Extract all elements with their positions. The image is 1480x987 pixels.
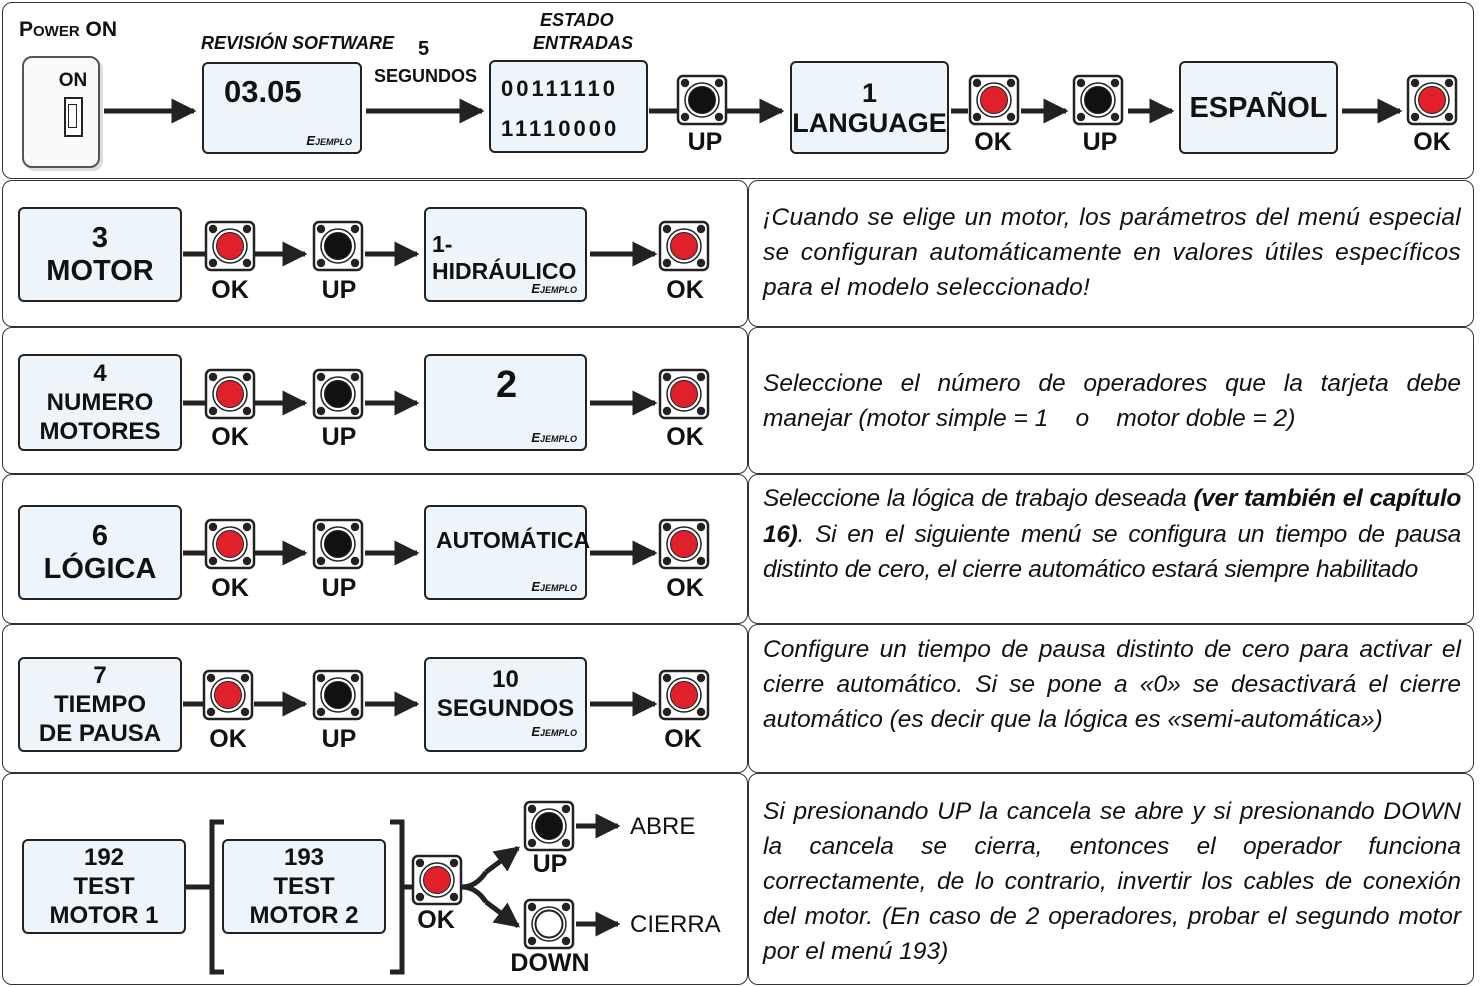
- test-motor-1-line1: TEST: [73, 873, 135, 900]
- ok-button-label: OK: [664, 725, 702, 753]
- example-label: Ejemplo: [531, 430, 577, 445]
- menu-pause-time-line2: DE PAUSA: [38, 720, 162, 747]
- ok-button-label: OK: [211, 276, 249, 304]
- ok-button-label: OK: [417, 906, 455, 934]
- menu-motor-count-line1: NUMERO: [46, 389, 154, 416]
- menu-motor-count-number: 4: [93, 360, 107, 387]
- test-motor-1-number: 192: [83, 844, 125, 871]
- test-motor-2-line1: TEST: [273, 873, 335, 900]
- logic-row-panel-right: [748, 474, 1474, 624]
- ok-button-label: OK: [209, 725, 247, 753]
- logic-description-chapter-ref: (ver también el capítulo 16): [763, 485, 1461, 548]
- power-on-title: Power ON: [19, 18, 118, 41]
- example-label: Ejemplo: [531, 579, 577, 594]
- motor-row-panel-right: [748, 180, 1474, 327]
- power-switch-label: ON: [58, 70, 88, 91]
- up-button-label: UP: [321, 423, 357, 451]
- test-row-panel-right: [748, 773, 1474, 985]
- pause-time-description: Configure un tiempo de pausa distinto de…: [763, 636, 1461, 733]
- menu-spanish: ESPAÑOL: [1179, 61, 1338, 154]
- menu-language-number: 1: [861, 77, 878, 108]
- pause-time-unit: SEGUNDOS: [436, 695, 575, 722]
- logic-description-post: . Si en el siguiente menú se configura u…: [763, 520, 1461, 584]
- pause-time-value: 10: [492, 666, 519, 693]
- up-button-label: UP: [687, 128, 723, 156]
- open-label: ABRE: [630, 813, 696, 840]
- test-motor-2-line2: MOTOR 2: [249, 902, 359, 929]
- up-button-label: UP: [321, 574, 357, 602]
- ok-button-label: OK: [211, 423, 249, 451]
- menu-motor-count: 4 NUMERO MOTORES: [18, 354, 182, 451]
- ok-button-label: OK: [666, 276, 704, 304]
- power-switch-toggle-inner: [68, 104, 77, 128]
- inputs-state-display: 00111110 11110000: [489, 60, 648, 153]
- inputs-row-2: 11110000: [501, 116, 620, 141]
- delay-unit: SEGUNDOS: [374, 66, 478, 86]
- example-label: Ejemplo: [531, 281, 577, 296]
- inputs-row-1: 00111110: [501, 76, 619, 101]
- ok-button-label: OK: [666, 574, 704, 602]
- software-revision-display: 03.05 Ejemplo: [202, 62, 362, 154]
- menu-motor: 3 MOTOR: [18, 207, 182, 302]
- logic-description: Seleccione la lógica de trabajo deseada …: [763, 481, 1461, 588]
- logic-description-pre: Seleccione la lógica de trabajo deseada: [763, 485, 1194, 512]
- menu-logic-number: 6: [91, 519, 109, 552]
- menu-pause-time-number: 7: [93, 662, 107, 689]
- menu-language-label: LANGUAGE: [792, 107, 947, 138]
- down-button-label: DOWN: [510, 949, 590, 977]
- logic-value: AUTOMÁTICA: [436, 527, 591, 553]
- up-button-label: UP: [1082, 128, 1118, 156]
- menu-motor-label: MOTOR: [46, 254, 154, 287]
- motor-count-row-panel-right: [748, 327, 1474, 474]
- inputs-title-line2: ENTRADAS: [533, 33, 634, 53]
- pause-row-panel-right: [748, 624, 1474, 773]
- motor-value: 1-HIDRÁULICO: [432, 231, 577, 284]
- menu-logic-label: LÓGICA: [43, 552, 157, 585]
- menu-motor-count-line2: MOTORES: [39, 418, 161, 445]
- menu-pause-time: 7 TIEMPO DE PAUSA: [18, 657, 182, 752]
- up-button-label: UP: [532, 850, 568, 878]
- up-button-label: UP: [321, 725, 357, 753]
- example-label: Ejemplo: [531, 724, 577, 739]
- motor-count-display: 2 Ejemplo: [424, 354, 587, 451]
- ok-button-label: OK: [666, 423, 704, 451]
- ok-button-label: OK: [1413, 128, 1451, 156]
- logic-value-display: AUTOMÁTICA Ejemplo: [424, 505, 591, 600]
- test-motor-description: Si presionando UP la cancela se abre y s…: [763, 798, 1461, 965]
- motor-count-value: 2: [496, 364, 518, 406]
- ok-button-label: OK: [211, 574, 249, 602]
- power-switch: [22, 56, 100, 168]
- menu-test-motor-2: 193 TEST MOTOR 2: [222, 839, 386, 934]
- inputs-title-line1: ESTADO: [540, 10, 614, 30]
- menu-pause-time-line1: TIEMPO: [53, 691, 146, 718]
- test-motor-1-line2: MOTOR 1: [49, 902, 159, 929]
- software-revision-value: 03.05: [224, 74, 302, 109]
- menu-logic: 6 LÓGICA: [18, 505, 182, 600]
- menu-test-motor-1: 192 TEST MOTOR 1: [22, 839, 186, 934]
- motor-value-display: 1-HIDRÁULICO Ejemplo: [424, 207, 587, 302]
- close-label: CIERRA: [630, 911, 721, 938]
- menu-motor-number: 3: [91, 221, 109, 254]
- pause-time-display: 10 SEGUNDOS Ejemplo: [424, 657, 587, 752]
- ok-button-label: OK: [974, 128, 1012, 156]
- software-revision-title: REVISIÓN SOFTWARE: [201, 33, 395, 53]
- menu-language: 1 LANGUAGE: [790, 61, 949, 154]
- motor-description: ¡Cuando se elige un motor, los parámetro…: [763, 204, 1461, 301]
- example-label: Ejemplo: [306, 133, 352, 148]
- motor-count-description: Seleccione el número de operadores que l…: [763, 370, 1461, 432]
- spanish-label: ESPAÑOL: [1189, 91, 1328, 124]
- test-motor-2-number: 193: [283, 844, 325, 871]
- up-button-label: UP: [321, 276, 357, 304]
- delay-number: 5: [418, 38, 430, 60]
